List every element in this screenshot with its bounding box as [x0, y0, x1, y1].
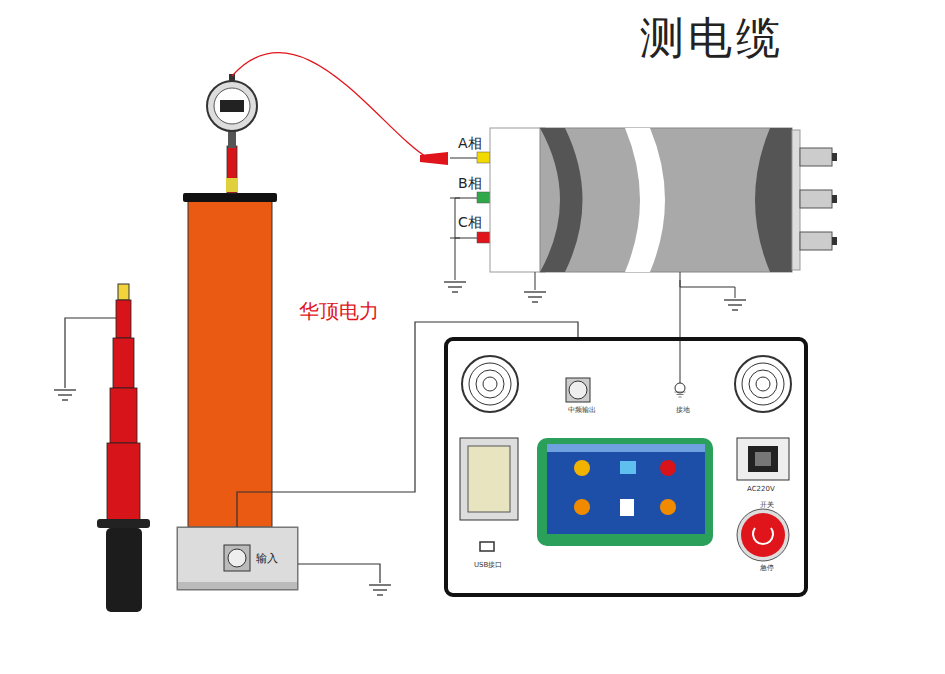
- divider-base: 输入: [177, 527, 298, 590]
- node-text: USB接口: [474, 562, 502, 570]
- signal-wire: [237, 322, 578, 527]
- phase-label: C相: [457, 215, 483, 230]
- phase-label: B相: [457, 176, 483, 191]
- voltage-divider: [177, 52, 428, 595]
- watermark: 华顶电力: [298, 300, 380, 322]
- phase-label: A相: [457, 136, 483, 151]
- node-text: 急停: [760, 565, 774, 573]
- control-panel: 中频输出 接地 USB接口 AC220V 开关急停: [444, 337, 808, 597]
- node-text: 中频输出: [568, 407, 596, 415]
- node-text: 开关: [760, 502, 774, 510]
- node-text: 输入: [256, 553, 278, 565]
- diagram-title: 测电缆: [640, 14, 784, 62]
- node-text: 接地: [676, 407, 690, 415]
- cable: [420, 128, 837, 310]
- control-panel-art: [446, 280, 806, 595]
- node-text: AC220V: [747, 486, 775, 494]
- discharge-rod: [54, 284, 150, 612]
